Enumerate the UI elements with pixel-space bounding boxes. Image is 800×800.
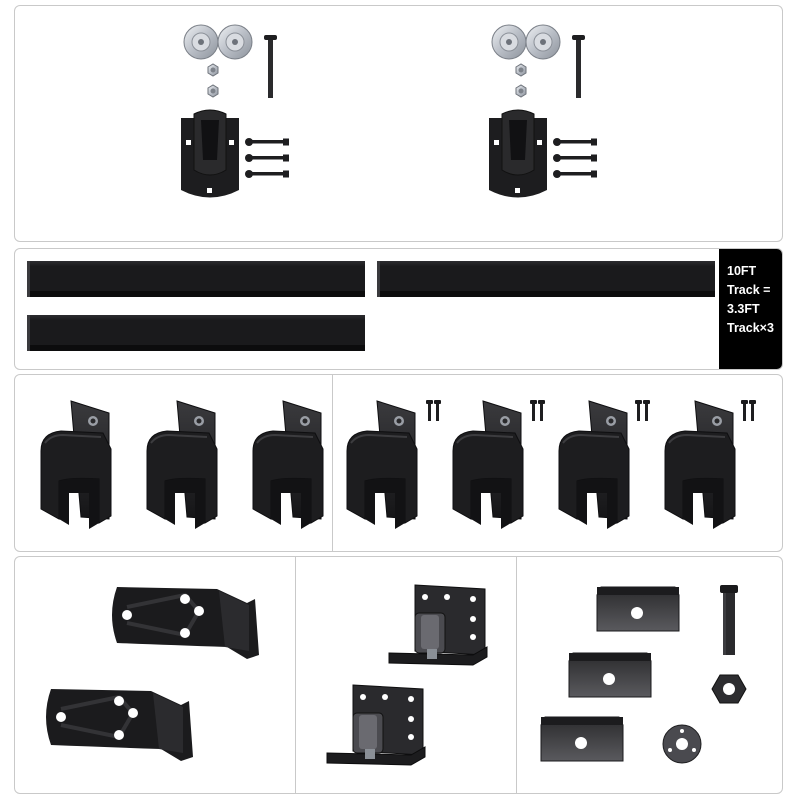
- accessory-divider-2: [516, 557, 517, 793]
- floor-guide: [388, 584, 488, 666]
- screw-pair: [426, 400, 441, 421]
- hex-nut: [711, 674, 747, 704]
- wall-bracket: [664, 400, 736, 530]
- anti-jump-plate: [110, 585, 261, 661]
- wall-bracket: [452, 400, 524, 530]
- hanger-kit-panel: [14, 5, 783, 242]
- bracket-panel-divider: [332, 375, 333, 551]
- track-rail-2: [377, 261, 715, 297]
- spacer-block: [596, 586, 680, 632]
- wall-bracket: [252, 400, 324, 530]
- hanger-kit-left: [180, 24, 290, 198]
- screw-pair: [635, 400, 650, 421]
- spacer-block: [568, 652, 652, 698]
- hanger-kit-right: [488, 24, 598, 198]
- wall-bracket: [346, 400, 418, 530]
- track-label-line-2: Track =: [727, 283, 771, 297]
- track-label-line-1: 10FT: [727, 264, 757, 278]
- wall-bracket: [558, 400, 630, 530]
- track-label-line-4: Track×3: [727, 321, 774, 335]
- screw-pair: [530, 400, 545, 421]
- accessory-divider-1: [295, 557, 296, 793]
- spacer-block: [540, 716, 624, 762]
- round-washer: [662, 724, 702, 764]
- floor-guide: [326, 684, 426, 766]
- spacer-bolt: [720, 585, 738, 655]
- track-label-line-3: 3.3FT: [727, 302, 760, 316]
- screw-pair: [741, 400, 756, 421]
- track-panel: 10FT Track = 3.3FT Track×3: [14, 248, 783, 370]
- anti-jump-plate: [44, 687, 195, 763]
- track-length-label: 10FT Track = 3.3FT Track×3: [719, 249, 782, 369]
- track-rail-3: [27, 315, 365, 351]
- wall-bracket: [146, 400, 218, 530]
- bracket-panel: [14, 374, 783, 552]
- track-rail-1: [27, 261, 365, 297]
- wall-bracket: [40, 400, 112, 530]
- accessory-panel: [14, 556, 783, 794]
